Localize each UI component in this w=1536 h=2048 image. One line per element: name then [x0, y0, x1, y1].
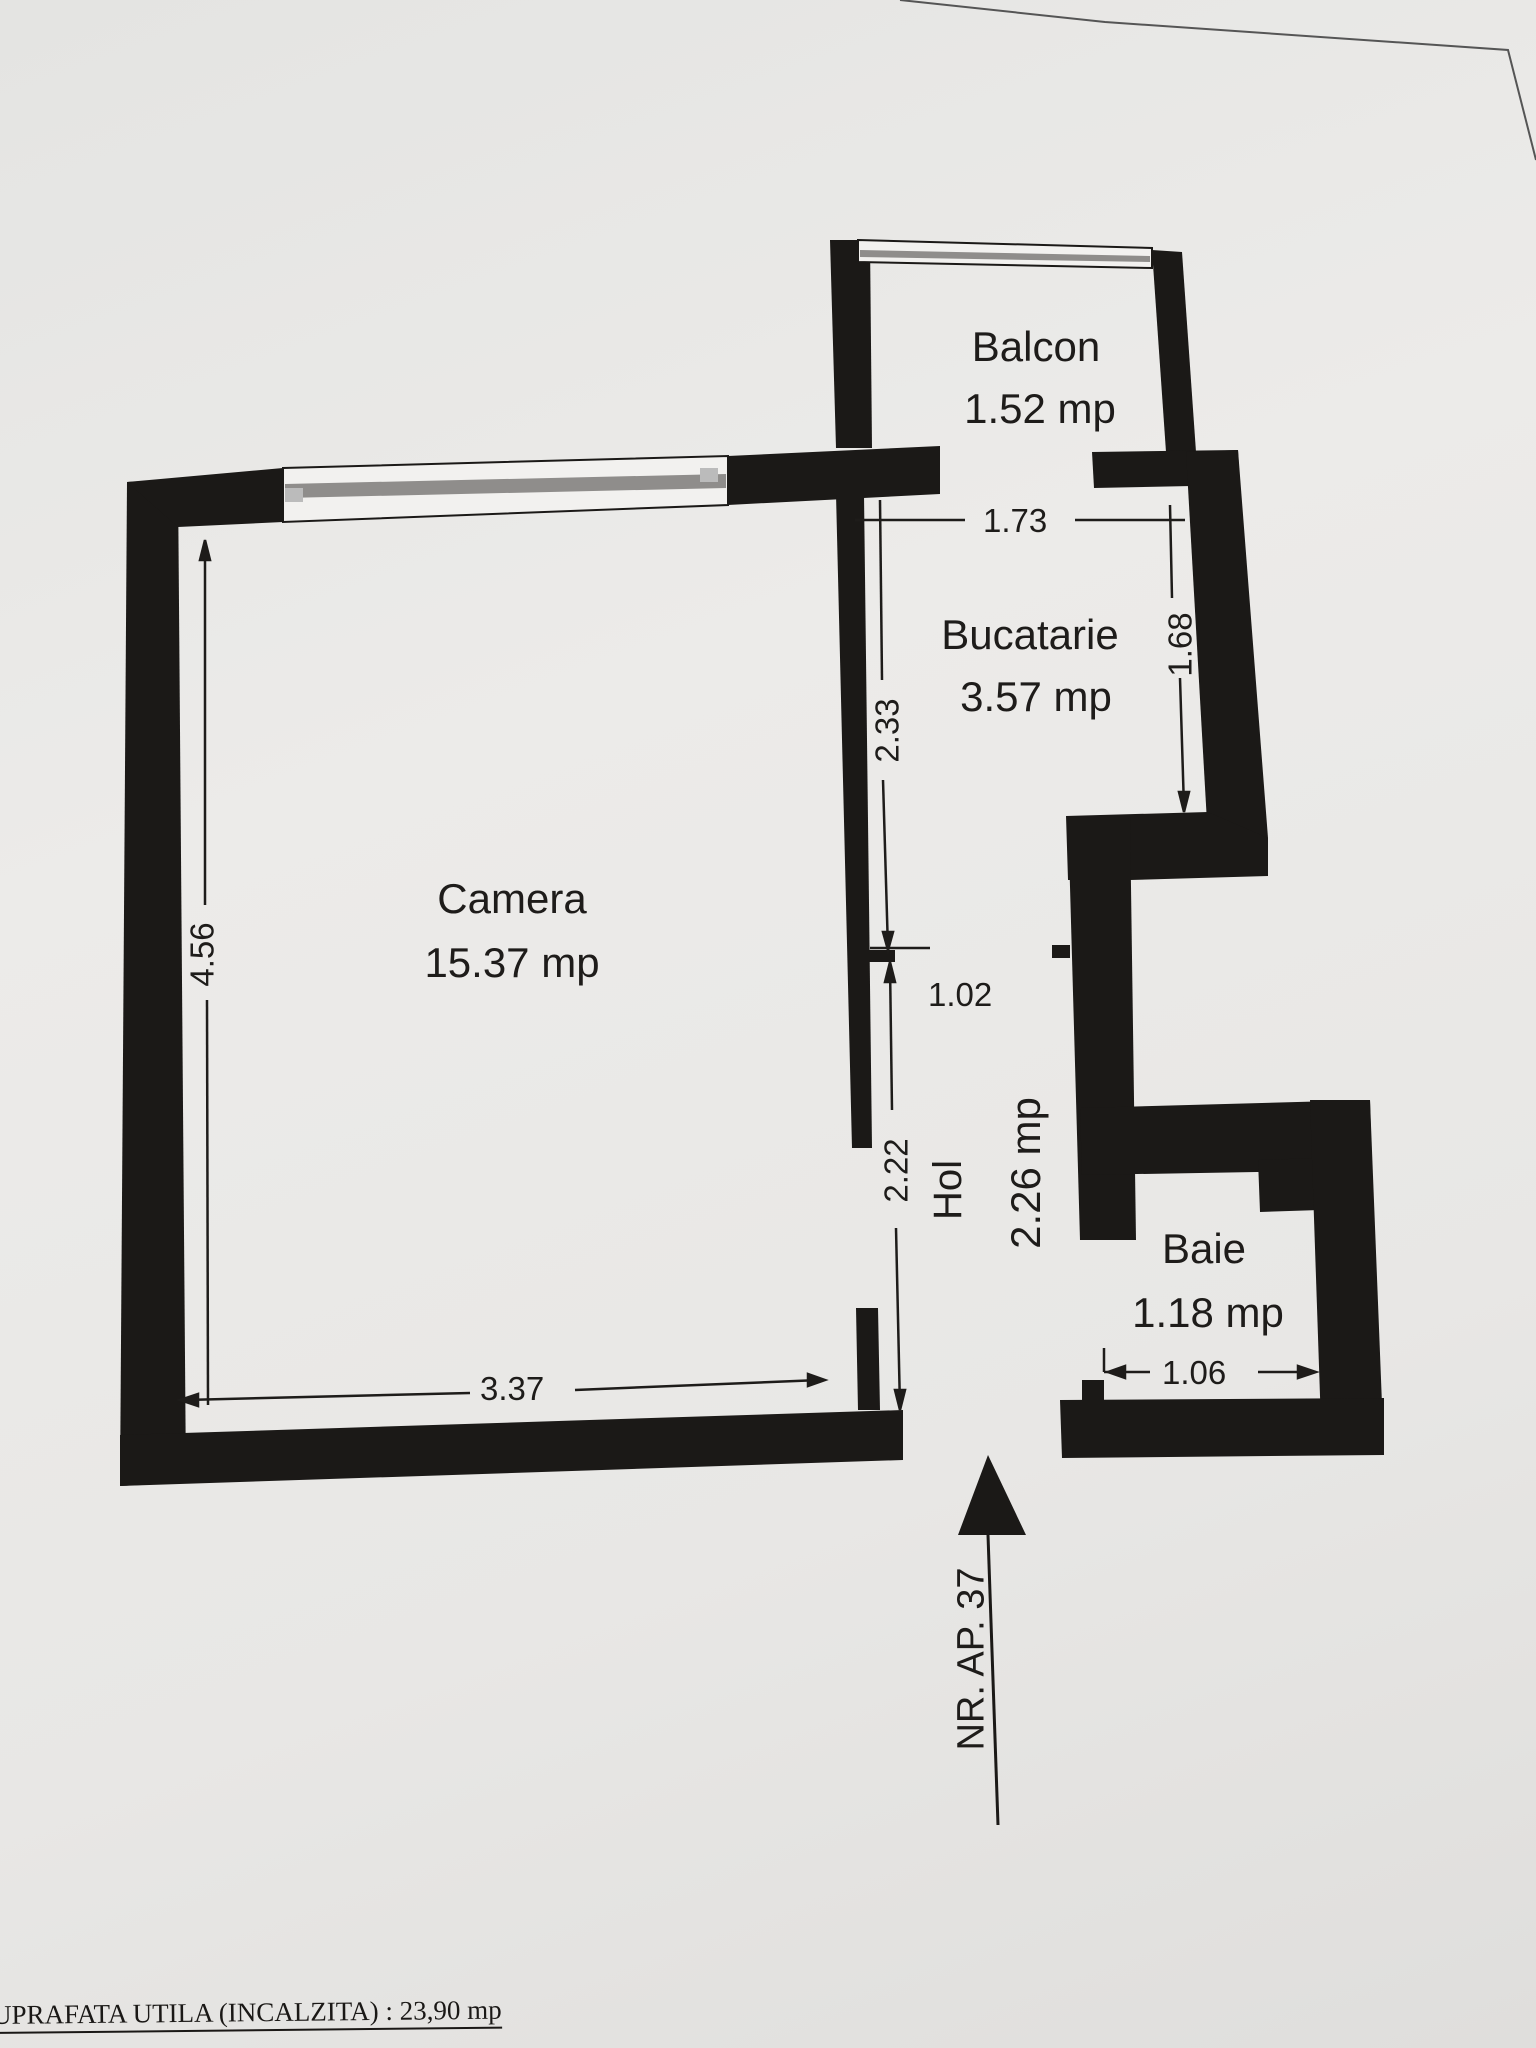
dim-bucatarie-height-right: 1.68	[1161, 612, 1199, 677]
arrow-up-icon	[958, 1455, 1026, 1826]
dim-baie-width: 1.06	[1162, 1354, 1227, 1391]
room-name-bucatarie: Bucatarie	[941, 611, 1119, 658]
room-area-baie: 1.18 mp	[1132, 1289, 1284, 1336]
dimension-lines	[176, 499, 1320, 1411]
dim-hol-length: 2.22	[877, 1138, 915, 1203]
room-area-camera: 15.37 mp	[424, 939, 600, 986]
dim-camera-height: 4.56	[183, 922, 221, 987]
dim-hol-width: 1.02	[928, 976, 993, 1013]
dim-bucatarie-width: 1.73	[983, 502, 1048, 539]
entrance-label: NR. AP. 37	[950, 1567, 993, 1751]
room-name-hol: Hol	[926, 1159, 971, 1221]
dim-bucatarie-height-left: 2.33	[868, 698, 906, 763]
room-area-bucatarie: 3.57 mp	[960, 673, 1112, 720]
room-name-baie: Baie	[1161, 1225, 1247, 1272]
room-area-balcon: 1.52 mp	[964, 385, 1116, 432]
dim-camera-width: 3.37	[480, 1370, 545, 1407]
paper-edge	[899, 0, 1536, 161]
room-name-balcon: Balcon	[971, 323, 1101, 370]
window-balcony	[857, 238, 1153, 270]
usable-surface-label: UPRAFATA UTILA (INCALZITA) : 23,90 mp	[0, 1994, 502, 2034]
room-area-hol: 2.26 mp	[1001, 1097, 1049, 1249]
room-name-camera: Camera	[437, 875, 587, 922]
window-camera	[282, 454, 729, 524]
walls	[120, 240, 1384, 1486]
